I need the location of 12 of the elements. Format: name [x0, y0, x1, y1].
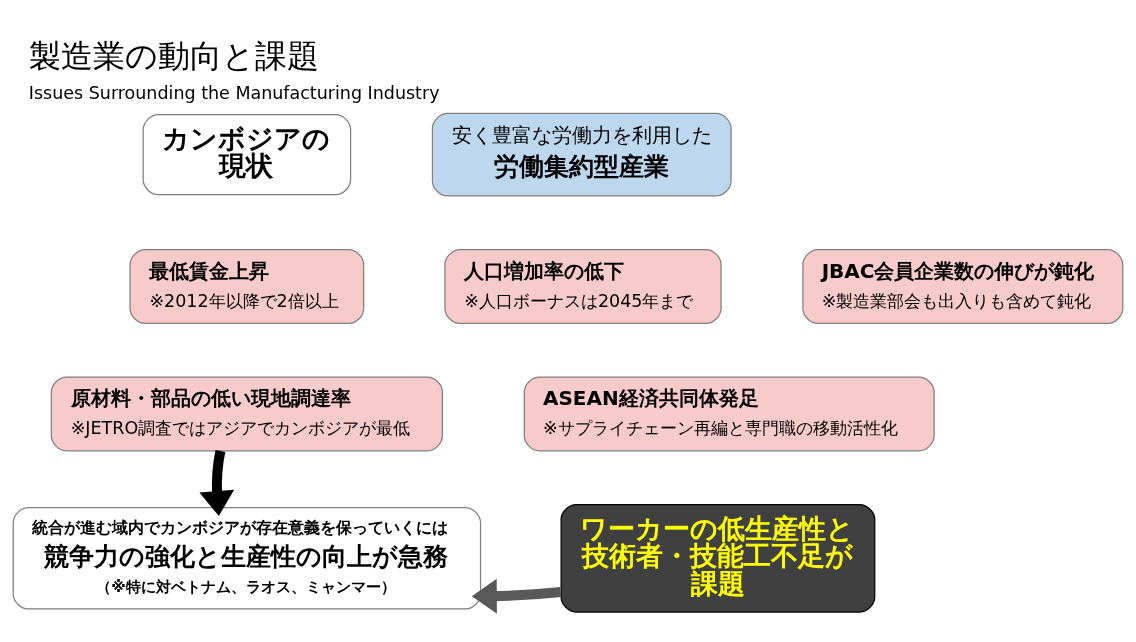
node-box: ワーカーの低生産性と技術者・技能工不足が課題 [560, 503, 876, 613]
node-box: ASEAN経済共同体発足 ※サプライチェーン再編と専門職の移動活性化 [523, 375, 935, 451]
node-box: 統合が進む域内でカンボジアが存在意義を保っていくには 競争力の強化と生産性の向上が急務 （※特に対ベトナム、ラオス、ミャンマー） [12, 506, 482, 609]
caption: Issues Surrounding the Manufacturing Industry [28, 82, 440, 103]
node-box: JBAC会員企業数の伸びが鈍化 ※製造業部会も出入りも含めて鈍化 [802, 248, 1124, 324]
node-box: 安く豊富な労働力を利用した 労働集約型産業 [431, 112, 732, 197]
node-box: 原材料・部品の低い現地調達率 ※JETRO調査ではアジアでカンボジアが最低 [50, 375, 444, 451]
node-box: 最低賃金上昇 ※2012年以降で2倍以上 [129, 248, 365, 324]
diagram-title: 製造業の動向と課題 [28, 36, 319, 75]
node-box: 人口増加率の低下 ※人口ボーナスは2045年まで [444, 248, 722, 324]
arrow [471, 578, 562, 614]
node-box: カンボジアの現状 [142, 113, 352, 195]
